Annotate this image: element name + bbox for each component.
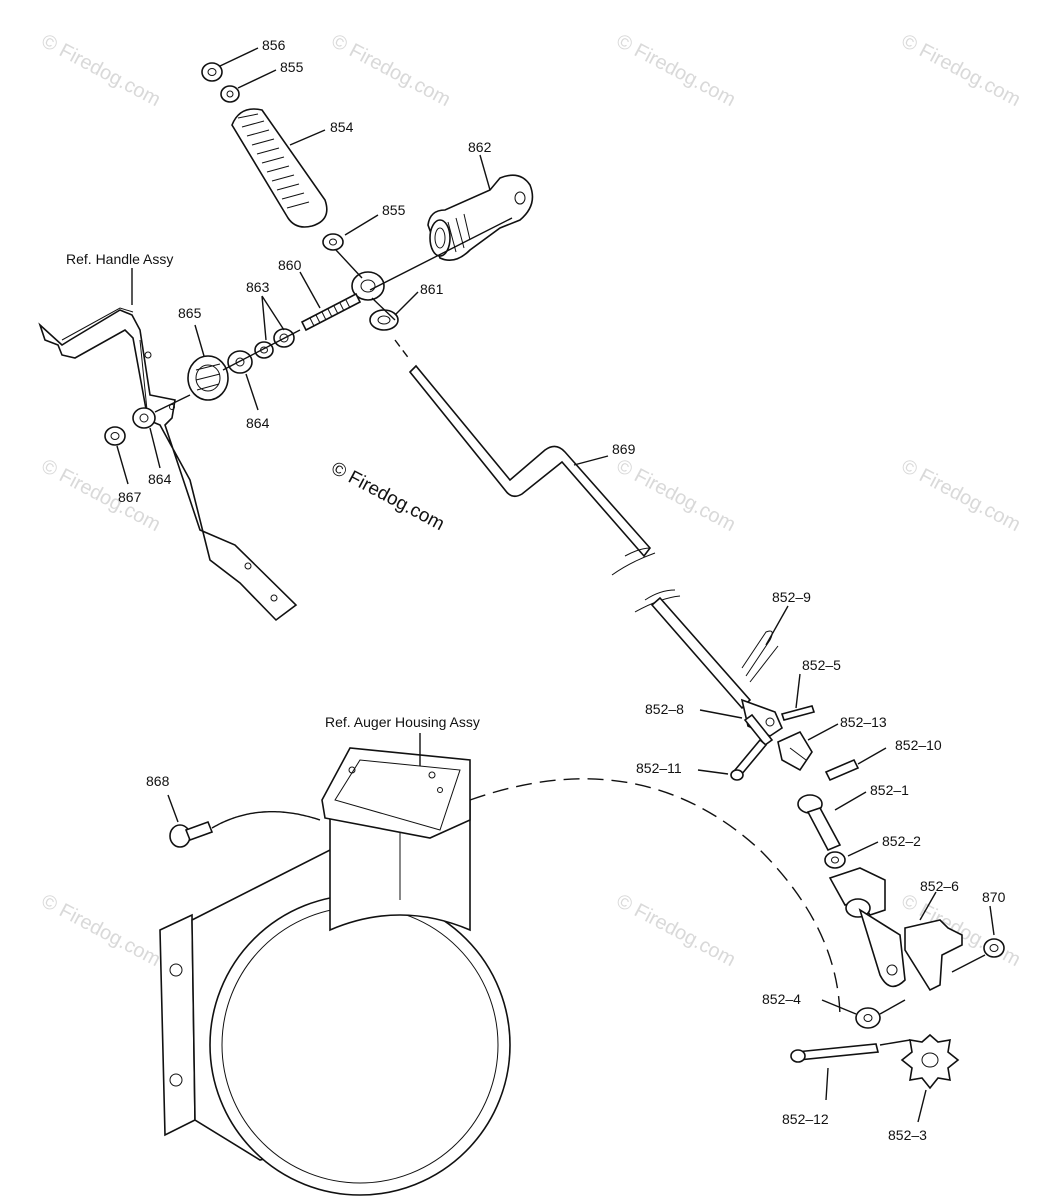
label-864-lower: 864 xyxy=(148,471,172,487)
cotter-852-12 xyxy=(790,1043,880,1063)
label-852-13: 852–13 xyxy=(840,714,887,730)
nut-856 xyxy=(201,62,223,82)
watermark: © Firedog.com xyxy=(38,30,164,111)
gear-852-3 xyxy=(900,1033,960,1090)
label-852-9: 852–9 xyxy=(772,589,811,605)
handle-bracket xyxy=(38,307,298,622)
watermark: © Firedog.com xyxy=(613,455,739,536)
label-852-4: 852–4 xyxy=(762,991,801,1007)
label-852-11: 852–11 xyxy=(636,760,682,776)
rod-852-1 xyxy=(797,794,842,852)
label-862: 862 xyxy=(468,139,492,155)
axis-line xyxy=(394,339,411,361)
nut-861 xyxy=(369,309,399,331)
washer-855-lower xyxy=(322,233,344,251)
bolt-852-11 xyxy=(730,738,768,781)
watermark: © Firedog.com xyxy=(328,30,454,111)
lever-862 xyxy=(427,174,534,261)
washer-852-4 xyxy=(855,1007,881,1029)
axis-line xyxy=(879,1039,911,1046)
axis-line xyxy=(879,999,906,1015)
pin-852-10 xyxy=(824,758,860,782)
label-856: 856 xyxy=(262,37,286,53)
axis-line xyxy=(222,329,301,371)
washer-855 xyxy=(220,85,240,103)
clevis-852-13 xyxy=(777,730,813,772)
part-labels: 856 855 854 862 855 860 863 861 865 864 … xyxy=(66,37,1006,1143)
bolt-868 xyxy=(169,820,214,848)
bracket-852-6 xyxy=(828,867,963,992)
clevis-852-8 xyxy=(740,698,784,747)
knob-865 xyxy=(187,355,229,401)
watermark: © Firedog.com xyxy=(613,890,739,971)
pin-852-5 xyxy=(780,705,816,721)
label-864: 864 xyxy=(246,415,270,431)
ref-handle-assy: Ref. Handle Assy xyxy=(66,251,173,267)
axis-line xyxy=(371,297,396,321)
nut-870 xyxy=(983,938,1005,958)
dashed-path xyxy=(469,778,841,1021)
rod-869 xyxy=(408,364,752,710)
dashed-path xyxy=(211,811,321,829)
auger-housing xyxy=(159,747,511,1196)
washer-852-2 xyxy=(824,851,846,869)
label-860: 860 xyxy=(278,257,302,273)
nut-867 xyxy=(104,426,126,446)
grip-854 xyxy=(231,108,328,228)
label-863: 863 xyxy=(246,279,270,295)
hairpin-852-9 xyxy=(741,630,779,683)
label-868: 868 xyxy=(146,773,170,789)
label-861: 861 xyxy=(420,281,444,297)
axis-line xyxy=(335,249,363,279)
label-854: 854 xyxy=(330,119,354,135)
label-870: 870 xyxy=(982,889,1006,905)
label-852-12: 852–12 xyxy=(782,1111,829,1127)
label-852-5: 852–5 xyxy=(802,657,841,673)
label-852-3: 852–3 xyxy=(888,1127,927,1143)
axis-line xyxy=(154,394,191,413)
washer-864 xyxy=(132,350,253,429)
watermark: © Firedog.com xyxy=(898,30,1024,111)
watermark: © Firedog.com xyxy=(898,455,1024,536)
eyebolt-860 xyxy=(300,271,385,332)
label-852-2: 852–2 xyxy=(882,833,921,849)
leader-lines xyxy=(116,47,995,1123)
label-855: 855 xyxy=(280,59,304,75)
axis-line xyxy=(951,954,986,973)
center-watermark: © Firedog.com xyxy=(328,458,448,535)
label-852-1: 852–1 xyxy=(870,782,909,798)
watermark: © Firedog.com xyxy=(38,455,164,536)
ref-auger-housing-assy: Ref. Auger Housing Assy xyxy=(325,714,480,730)
axis-line xyxy=(369,217,513,291)
label-865: 865 xyxy=(178,305,202,321)
watermark: © Firedog.com xyxy=(38,890,164,971)
label-852-8: 852–8 xyxy=(645,701,684,717)
label-852-10: 852–10 xyxy=(895,737,942,753)
watermark: © Firedog.com xyxy=(613,30,739,111)
label-869: 869 xyxy=(612,441,636,457)
label-855-lower: 855 xyxy=(382,202,406,218)
label-867: 867 xyxy=(118,489,142,505)
label-852-6: 852–6 xyxy=(920,878,959,894)
